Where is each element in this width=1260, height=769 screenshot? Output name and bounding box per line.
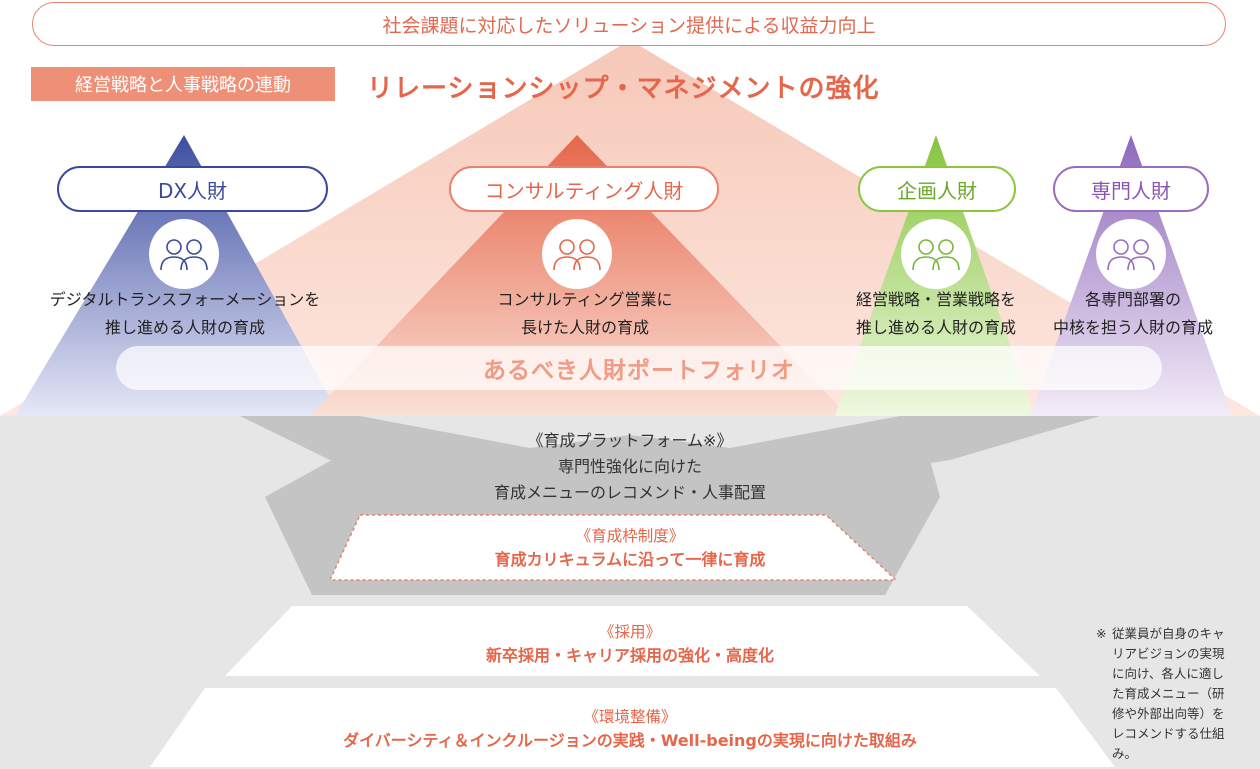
platform-text: 《育成プラットフォーム※》 専門性強化に向けた 育成メニューのレコメンド・人事配… bbox=[400, 428, 860, 506]
environment-desc: ダイバーシティ＆インクルージョンの実践・Well-beingの実現に向けた取組み bbox=[343, 731, 917, 750]
training-system-title: 《育成枠制度》 bbox=[575, 527, 685, 545]
portfolio-bar: あるべき人財ポートフォリオ bbox=[116, 346, 1162, 390]
desc-dx: デジタルトランスフォーメーションを 推し進める人財の育成 bbox=[10, 286, 360, 342]
desc-dx-line1: デジタルトランスフォーメーションを bbox=[49, 290, 321, 309]
environment: 《環境整備》 ダイバーシティ＆インクルージョンの実践・Well-beingの実現… bbox=[230, 705, 1030, 753]
strategy-link-label: 経営戦略と人事戦略の連動 bbox=[31, 67, 335, 101]
pill-planning: 企画人財 bbox=[858, 166, 1016, 212]
recruitment-desc: 新卒採用・キャリア採用の強化・高度化 bbox=[485, 646, 774, 665]
recruitment-box bbox=[225, 606, 1040, 676]
people-icon bbox=[160, 239, 208, 271]
pill-specialist: 専門人財 bbox=[1053, 166, 1209, 212]
footnote: ※ 従業員が自身のキャリアビジョンの実現に向け、各人に適した育成メニュー（研修や… bbox=[1096, 624, 1236, 764]
desc-dx-line2: 推し進める人財の育成 bbox=[104, 318, 265, 337]
training-system-desc: 育成カリキュラムに沿って一律に育成 bbox=[494, 550, 766, 569]
recruitment: 《採用》 新卒採用・キャリア採用の強化・高度化 bbox=[330, 620, 930, 668]
avatar-consulting bbox=[542, 219, 612, 289]
desc-planning: 経営戦略・営業戦略を 推し進める人財の育成 bbox=[836, 286, 1036, 342]
top-banner: 社会課題に対応したソリューション提供による収益力向上 bbox=[32, 2, 1226, 46]
pill-dx: DX人財 bbox=[57, 166, 328, 212]
people-icon bbox=[912, 239, 960, 271]
desc-specialist-line2: 中核を担う人財の育成 bbox=[1052, 318, 1213, 337]
recruitment-title: 《採用》 bbox=[598, 623, 661, 641]
desc-specialist-line1: 各専門部署の bbox=[1084, 290, 1181, 309]
avatar-specialist bbox=[1096, 219, 1166, 289]
environment-title: 《環境整備》 bbox=[583, 708, 677, 726]
desc-consulting: コンサルティング営業に 長けた人財の育成 bbox=[440, 286, 730, 342]
avatar-planning bbox=[901, 219, 971, 289]
desc-specialist: 各専門部署の 中核を担う人財の育成 bbox=[1040, 286, 1226, 342]
desc-consulting-line1: コンサルティング営業に bbox=[497, 290, 673, 309]
environment-box bbox=[150, 688, 1115, 767]
people-icon bbox=[553, 239, 601, 271]
training-system-box bbox=[328, 514, 898, 581]
platform-line2: 育成メニューのレコメンド・人事配置 bbox=[493, 483, 766, 502]
people-icon bbox=[1107, 239, 1155, 271]
pill-consulting: コンサルティング人財 bbox=[449, 166, 719, 212]
relationship-title: リレーションシップ・マネジメントの強化 bbox=[367, 74, 880, 104]
desc-consulting-line2: 長けた人財の育成 bbox=[520, 318, 649, 337]
platform-title: 《育成プラットフォーム※》 bbox=[527, 431, 733, 450]
training-system: 《育成枠制度》 育成カリキュラムに沿って一律に育成 bbox=[380, 524, 880, 572]
avatar-dx bbox=[149, 219, 219, 289]
footnote-mark: ※ bbox=[1096, 626, 1107, 641]
desc-planning-line2: 推し進める人財の育成 bbox=[855, 318, 1016, 337]
platform-line1: 専門性強化に向けた bbox=[557, 457, 702, 476]
desc-planning-line1: 経営戦略・営業戦略を bbox=[855, 290, 1016, 309]
footnote-text: 従業員が自身のキャリアビジョンの実現に向け、各人に適した育成メニュー（研修や外部… bbox=[1112, 626, 1225, 761]
